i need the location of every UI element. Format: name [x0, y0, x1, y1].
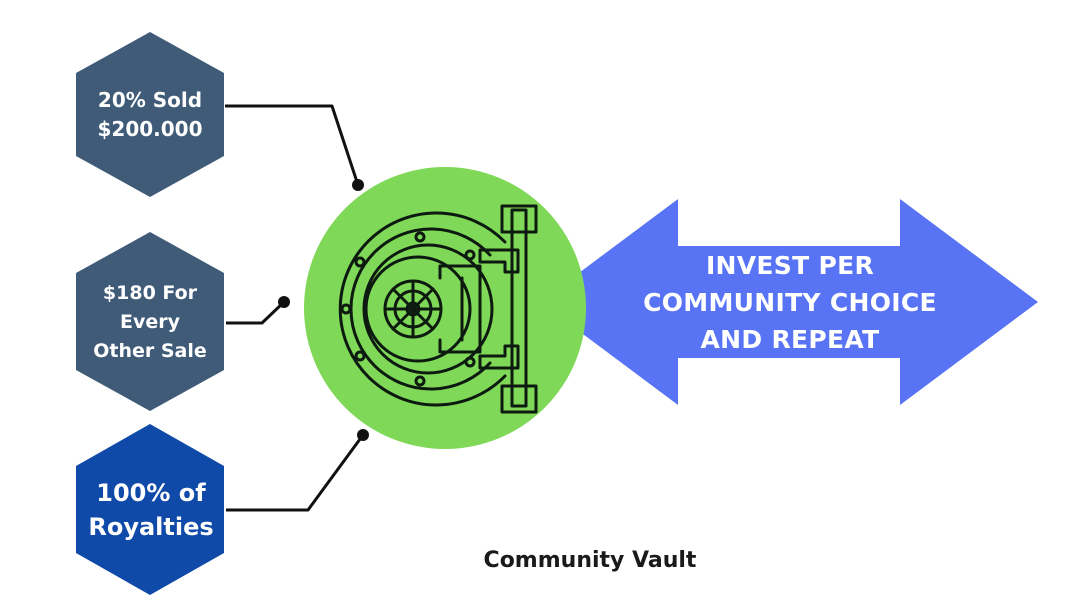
connector-dot-2 [278, 296, 290, 308]
connector-line-3 [226, 434, 365, 512]
double-arrow [540, 199, 1038, 405]
hexagon-sale-fee-line2: Every [119, 310, 180, 333]
double-arrow-line3: AND REPEAT [700, 324, 880, 354]
hexagon-sold-shares-line1: 20% Sold [97, 88, 203, 112]
vault-door-icon [338, 204, 538, 414]
hexagon-sale-fee-line1: $180 For [102, 281, 198, 304]
double-arrow-label: INVEST PER COMMUNITY CHOICE AND REPEAT [600, 246, 980, 358]
double-arrow-line1: INVEST PER [705, 250, 875, 280]
double-arrow-line2: COMMUNITY CHOICE [643, 287, 937, 317]
hexagon-royalties-label: 100% of Royalties [78, 472, 224, 548]
hexagon-sold-shares-line2: $200.000 [97, 117, 203, 141]
connector-line-2 [226, 300, 286, 325]
connector-line-1 [225, 104, 360, 186]
hexagon-royalties-line2: Royalties [88, 513, 214, 541]
vault-circle [304, 167, 586, 449]
hexagon-sale-fee [76, 232, 224, 411]
hexagon-sale-fee-label: $180 For Every Other Sale [80, 272, 220, 372]
hexagon-sold-shares-label: 20% Sold $200.000 [80, 80, 220, 150]
hexagon-royalties-line1: 100% of [96, 479, 206, 507]
hexagon-royalties [76, 424, 224, 595]
hexagon-sold-shares [76, 32, 224, 197]
connector-dot-3 [357, 429, 369, 441]
hexagon-sale-fee-line3: Other Sale [93, 339, 207, 362]
vault-caption: Community Vault [483, 547, 697, 573]
connector-dot-1 [352, 179, 364, 191]
